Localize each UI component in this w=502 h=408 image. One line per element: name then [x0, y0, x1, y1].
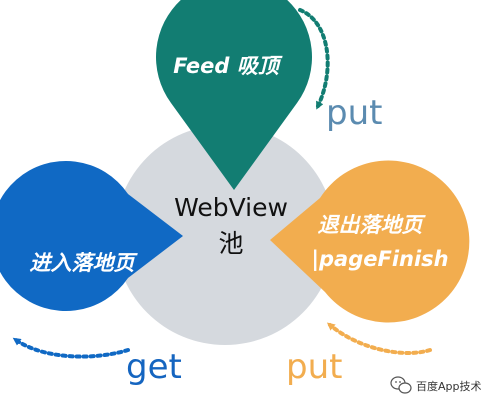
- exit-landing-label-line2: |pageFinish: [311, 247, 448, 272]
- put-top-arrow: [298, 8, 330, 110]
- put-bottom-label: put: [286, 347, 342, 387]
- wechat-icon: [390, 376, 412, 394]
- exit-landing-label-line1: 退出落地页: [318, 213, 427, 237]
- center-label-line2: 池: [218, 229, 243, 258]
- watermark-text: 百度App技术: [416, 379, 482, 393]
- put-top-label: put: [326, 93, 382, 133]
- webview-pool-circle: [115, 125, 335, 345]
- get-label: get: [126, 347, 182, 387]
- feed-sticky-label: Feed 吸顶: [173, 54, 283, 78]
- watermark: 百度App技术: [390, 376, 482, 394]
- enter-landing-label: 进入落地页: [30, 251, 139, 275]
- center-label-line1: WebView: [174, 193, 288, 222]
- enter-landing-petal: [0, 161, 183, 311]
- exit-landing-petal: [270, 160, 470, 323]
- put-bottom-arrow: [326, 322, 432, 355]
- feed-sticky-petal: [156, 0, 312, 190]
- get-arrow: [12, 337, 130, 359]
